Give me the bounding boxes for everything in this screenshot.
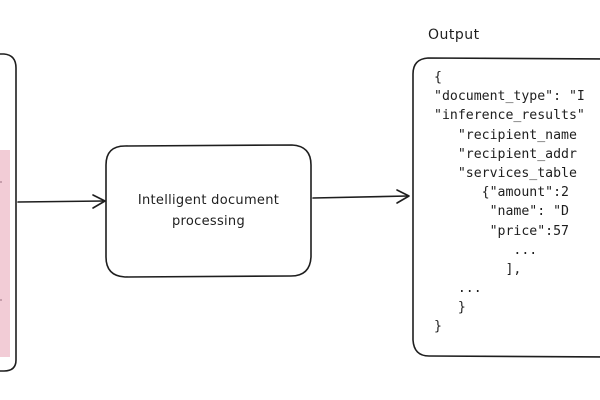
code-line: "name": "D (434, 204, 569, 220)
code-line: "recipient_name (434, 127, 577, 143)
code-line: } (434, 319, 442, 335)
code-line: "services_table (434, 165, 577, 181)
code-line: "document_type": "I (434, 89, 585, 105)
code-line: ... (434, 281, 482, 297)
code-line: "inference_results" (434, 108, 585, 124)
code-line: {"amount":2 (434, 185, 569, 201)
arrowhead-processing-to-output (396, 189, 410, 204)
arrow-input-to-processing (17, 200, 105, 203)
processing-label: Intelligent document processing (106, 190, 311, 232)
arrowhead-input-to-processing (92, 194, 106, 209)
processing-box (105, 144, 312, 278)
processing-label-line-2: processing (171, 214, 246, 229)
output-title: Output (428, 27, 480, 43)
input-highlight-region (0, 150, 10, 357)
code-line: ], (434, 261, 522, 277)
code-line: } (434, 300, 466, 316)
input-document-box (0, 53, 17, 372)
processing-label-line-1: Intelligent document (137, 193, 280, 208)
code-line: "price":57 (434, 223, 569, 239)
arrow-processing-to-output (312, 195, 409, 199)
code-line: ... (434, 242, 538, 258)
code-line: "recipient_addr (434, 146, 577, 162)
output-box (412, 57, 600, 358)
output-json-code: {"document_type": "I"inference_results" … (434, 68, 585, 337)
code-line: { (434, 70, 442, 85)
